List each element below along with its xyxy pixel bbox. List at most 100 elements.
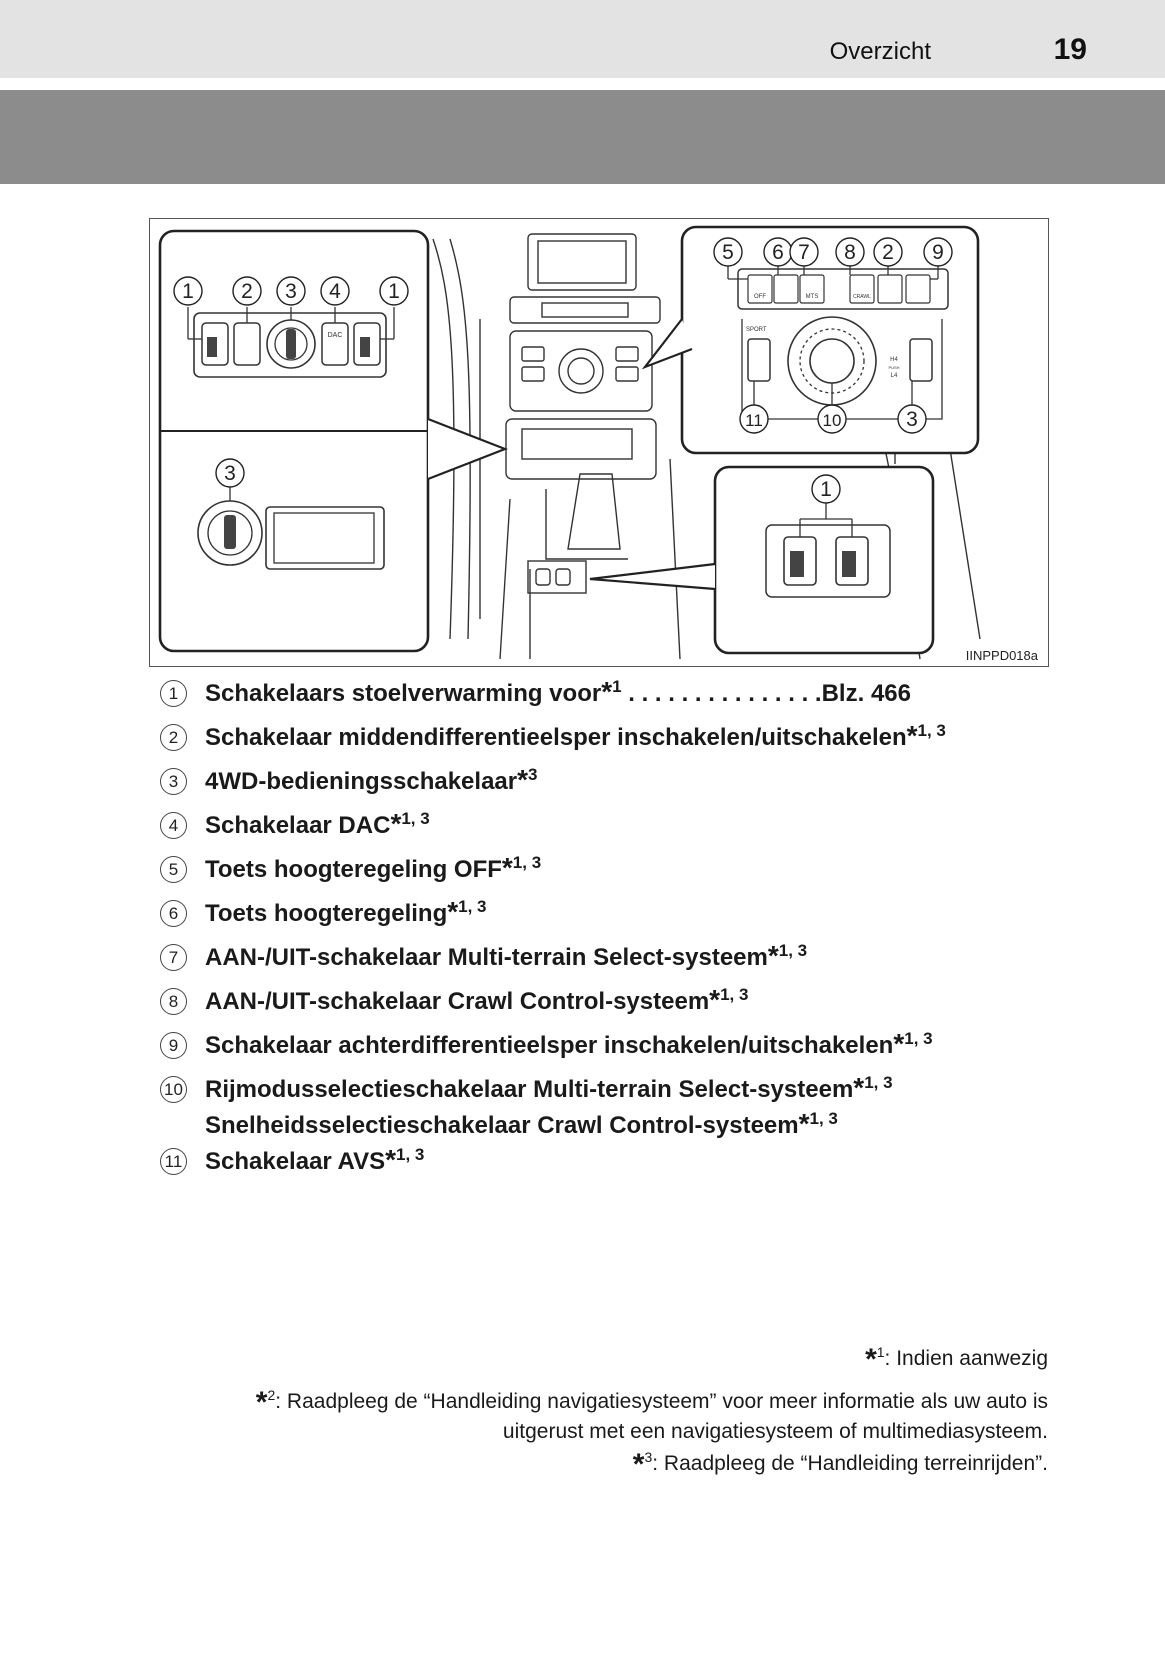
sport-label: SPORT (746, 327, 767, 333)
dac-label: DAC (328, 332, 343, 339)
footnote-text: : Indien aanwezig (884, 1347, 1048, 1370)
footnote-star: * (447, 896, 459, 927)
footnote-mark: 2 (267, 1387, 276, 1403)
callout-circle (232, 276, 262, 306)
footnote-star: * (501, 852, 513, 883)
legend-item: 7 AAN-/UIT-schakelaar Multi-terrain Selec… (160, 939, 1060, 983)
callout-circle (817, 404, 847, 434)
legend-number: 5 (160, 856, 187, 883)
legend-label: Schakelaar DAC (205, 812, 391, 839)
callout-circle (789, 237, 819, 267)
legend-label: Schakelaar middendifferentieelsper insch… (205, 724, 907, 751)
legend-label: 4WD-bedieningsschakelaar (205, 768, 518, 795)
legend-item: 2 Schakelaar middendifferentieelsper insc… (160, 719, 1060, 763)
callout-number: 4 (329, 280, 341, 303)
callout-seat-panel (589, 465, 935, 655)
legend-number: 3 (160, 768, 187, 795)
legend-item: 9 Schakelaar achterdifferentieelsper insc… (160, 1027, 1060, 1071)
legend-line: AAN-/UIT-schakelaar Crawl Control-systee… (205, 983, 748, 1019)
callout-circle (320, 276, 350, 306)
legend-line: Rijmodusselectieschakelaar Multi-terrain… (205, 1071, 893, 1107)
legend-number: 7 (160, 944, 187, 971)
legend-label: Toets hoogteregeling (205, 900, 448, 927)
callout-number: 1 (182, 280, 194, 303)
callout-circle (873, 237, 903, 267)
callout-circle (713, 237, 743, 267)
legend-line: Snelheidsselectieschakelaar Crawl Contro… (205, 1107, 893, 1143)
page-reference: . . . . . . . . . . . . . . .Blz. 466 (621, 680, 911, 707)
legend-number: 1 (160, 680, 187, 707)
callout-number: 2 (882, 241, 894, 264)
legend-label: AAN-/UIT-schakelaar Crawl Control-systee… (205, 988, 710, 1015)
callout-number: 3 (224, 462, 236, 485)
figure-code: IINPPD018a (965, 648, 1038, 663)
footnote-ref: 1, 3 (904, 1029, 933, 1048)
callout-number: 9 (932, 241, 944, 264)
callout-number: 2 (241, 280, 253, 303)
h4-label: H4 (890, 357, 898, 363)
legend-number: 9 (160, 1032, 187, 1059)
callout-circle (835, 237, 865, 267)
callout-circle (173, 276, 203, 306)
legend-label: AAN-/UIT-schakelaar Multi-terrain Select… (205, 944, 768, 971)
legend-number: 2 (160, 724, 187, 751)
footnote-text: uitgerust met een navigatiesysteem of mu… (502, 1420, 1048, 1443)
footnote-star: * (517, 764, 529, 795)
callout-circle (811, 474, 841, 504)
legend-label: Snelheidsselectieschakelaar Crawl Contro… (205, 1112, 799, 1139)
footnote-star: * (893, 1028, 905, 1059)
legend-item: 6 Toets hoogteregeling*1, 3 (160, 895, 1060, 939)
footnote-ref: 1 (612, 677, 622, 696)
footnote-star: * (798, 1108, 810, 1139)
callout-number: 7 (798, 241, 810, 264)
legend-label: Schakelaar achterdifferentieelsper insch… (205, 1032, 894, 1059)
callout-circle (897, 404, 927, 434)
callout-number: 3 (285, 280, 297, 303)
header-band (0, 0, 1165, 78)
callout-circle (215, 458, 245, 488)
footnote-mark: 1 (876, 1344, 885, 1360)
callout-circle (739, 404, 769, 434)
footnote-star: * (255, 1386, 268, 1419)
footnote-mark: 3 (644, 1449, 653, 1465)
callout-number: 1 (820, 478, 832, 501)
legend-line: Schakelaar DAC*1, 3 (205, 807, 430, 843)
footnote-ref: 3 (528, 765, 538, 784)
footnote-star: * (385, 1144, 397, 1175)
crawl-label: CRAWL (853, 294, 871, 300)
dashboard-drawing: DAC OFF MTS (158, 225, 981, 660)
section-banner (0, 90, 1165, 184)
footnote-text: : Raadpleeg de “Handleiding terreinrijde… (652, 1452, 1048, 1475)
legend-number: 10 (160, 1076, 187, 1103)
footnote-ref: 1, 3 (458, 897, 487, 916)
footnote-star: * (601, 676, 613, 707)
legend-line: 4WD-bedieningsschakelaar*3 (205, 763, 537, 799)
footnote: *1: Indien aanwezig (865, 1343, 1048, 1377)
legend-line: Schakelaar middendifferentieelsper insch… (205, 719, 946, 755)
page-number: 19 (1053, 33, 1087, 66)
section-name: Overzicht (829, 38, 931, 65)
legend-line: Schakelaars stoelverwarming voor*1 . . .… (205, 675, 911, 711)
callout-number: 1 (388, 280, 400, 303)
legend-number: 6 (160, 900, 187, 927)
dashboard-illustration: DAC OFF MTS (149, 218, 1049, 667)
footnote-ref: 1, 3 (917, 721, 946, 740)
callout-number: 5 (722, 241, 734, 264)
footnote-ref: 1, 3 (396, 1145, 425, 1164)
callout-number: 10 (823, 411, 842, 430)
legend-line: Schakelaar AVS*1, 3 (205, 1143, 424, 1179)
legend-label: Rijmodusselectieschakelaar Multi-terrain… (205, 1076, 854, 1103)
footnote-ref: 1, 3 (401, 809, 430, 828)
legend-item: 10 Rijmodusselectieschakelaar Multi-terra… (160, 1071, 1060, 1143)
footnote-text: : Raadpleeg de “Handleiding navigatiesys… (275, 1390, 1048, 1413)
legend-label: Schakelaars stoelverwarming voor (205, 680, 602, 707)
footnote: *3: Raadpleeg de “Handleiding terreinrij… (633, 1448, 1048, 1482)
footnote-ref: 1, 3 (720, 985, 749, 1004)
